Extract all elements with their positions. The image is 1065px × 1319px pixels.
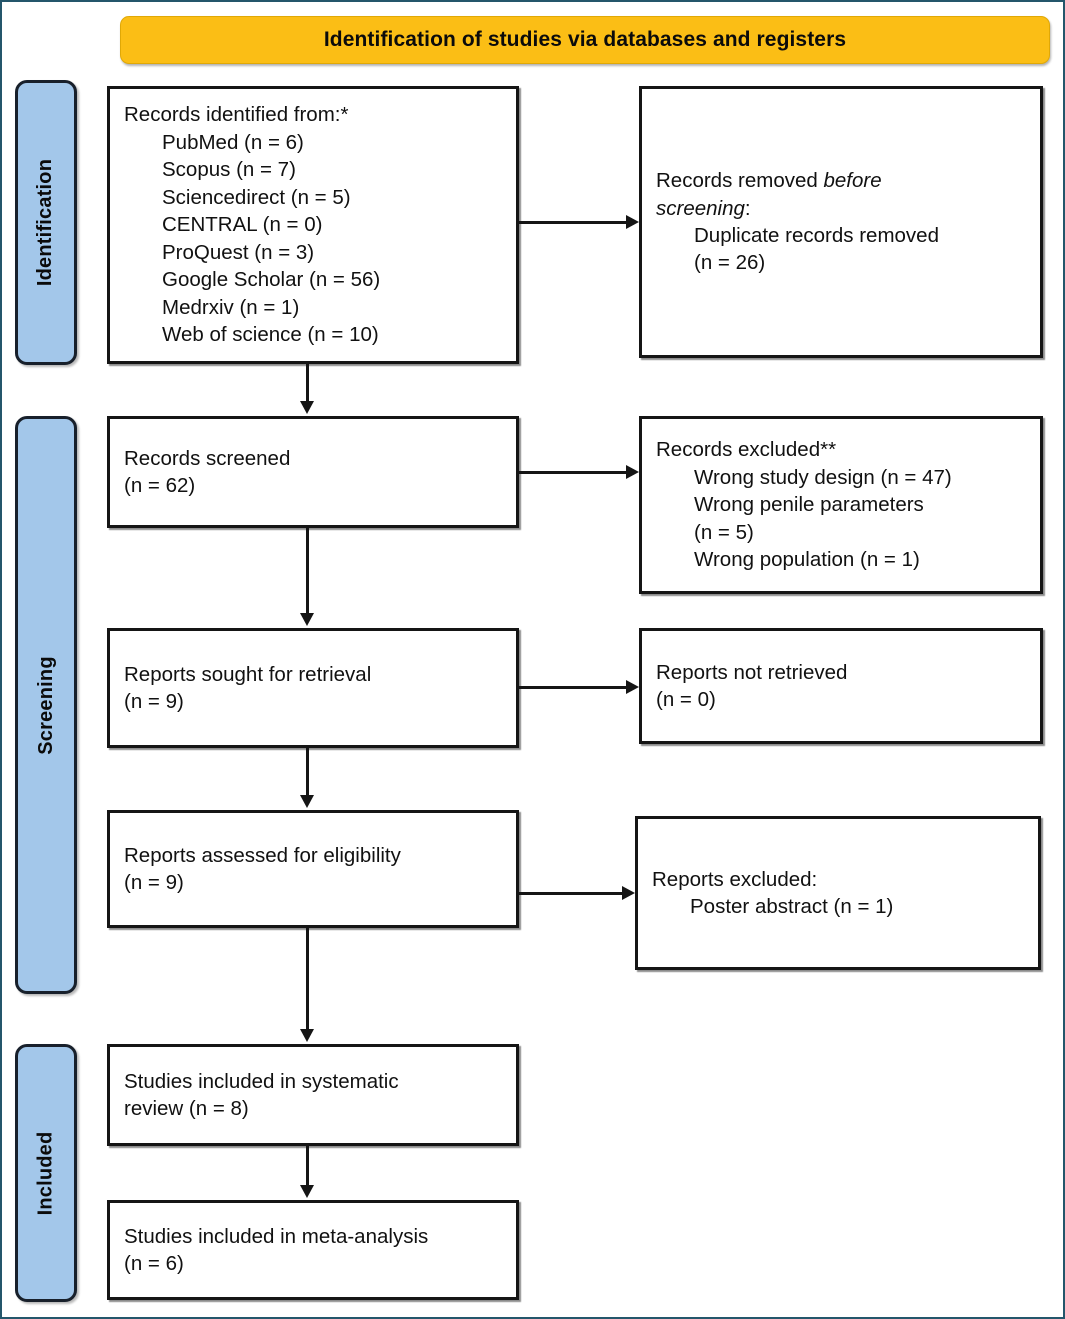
source-central: CENTRAL (n = 0) [162, 213, 323, 237]
arrowhead-identified-to-screened [300, 401, 314, 414]
box-records-screened: Records screened (n = 62) [107, 416, 519, 528]
records-removed-line1-plain: Records removed [656, 169, 824, 193]
studies-sysrev-line1: Studies included in systematic [124, 1069, 399, 1093]
banner-title: Identification of studies via databases … [323, 28, 847, 51]
source-google-scholar: Google Scholar (n = 56) [162, 268, 381, 292]
excluded-wrong-penile-parameters-count: (n = 5) [694, 520, 754, 544]
arrowhead-screened-to-sought [300, 613, 314, 626]
source-proquest: ProQuest (n = 3) [162, 240, 315, 264]
source-medrxiv: Medrxiv (n = 1) [162, 295, 300, 319]
records-removed-line2: screening: [656, 195, 1026, 222]
arrowhead-assessed-to-reports-excluded [622, 886, 635, 900]
stage-label-screening: Screening [15, 416, 77, 994]
arrowhead-screened-to-excluded [626, 465, 639, 479]
reports-not-retrieved-count: (n = 0) [656, 688, 716, 711]
studies-meta-line2: (n = 6) [124, 1252, 184, 1275]
connector-identified-to-screened [306, 364, 309, 403]
records-screened-count: (n = 62) [124, 474, 196, 497]
arrowhead-sought-to-assessed [300, 795, 314, 808]
stage-screening-text: Screening [34, 655, 57, 755]
connector-sought-to-not-retrieved [519, 686, 627, 689]
reports-assessed-label: Reports assessed for eligibility [124, 843, 401, 867]
records-screened-label: Records screened [124, 446, 291, 470]
duplicate-records-removed-count: (n = 26) [694, 251, 766, 275]
connector-sought-to-assessed [306, 748, 309, 797]
box-reports-assessed-for-eligibility: Reports assessed for eligibility (n = 9) [107, 810, 519, 928]
studies-sysrev-line2: review (n = 8) [124, 1097, 249, 1120]
excluded-wrong-study-design: Wrong study design (n = 47) [694, 465, 952, 489]
box-studies-included-systematic-review: Studies included in systematic review (n… [107, 1044, 519, 1146]
reports-sought-count: (n = 9) [124, 690, 184, 713]
box-studies-included-meta-analysis: Studies included in meta-analysis (n = 6… [107, 1200, 519, 1300]
records-removed-line1-italic: before [823, 169, 882, 193]
connector-screened-to-sought [306, 528, 309, 615]
arrowhead-sysrev-to-meta [300, 1185, 314, 1198]
banner-identification-header: Identification of studies via databases … [120, 16, 1050, 64]
box-reports-excluded: Reports excluded: Poster abstract (n = 1… [635, 816, 1041, 970]
source-sciencedirect: Sciencedirect (n = 5) [162, 185, 351, 209]
connector-sysrev-to-meta [306, 1146, 309, 1187]
box-records-excluded: Records excluded** Wrong study design (n… [639, 416, 1043, 594]
records-identified-heading: Records identified from:* [124, 103, 349, 127]
box-records-removed-before-screening: Records removed before screening: Duplic… [639, 86, 1043, 358]
reports-sought-label: Reports sought for retrieval [124, 662, 372, 686]
excluded-wrong-population: Wrong population (n = 1) [694, 548, 920, 572]
stage-label-included: Included [15, 1044, 77, 1302]
records-removed-line2-colon: : [744, 196, 751, 220]
excluded-wrong-penile-parameters: Wrong penile parameters [694, 493, 924, 517]
duplicate-records-removed-label: Duplicate records removed [694, 224, 939, 247]
box-reports-not-retrieved: Reports not retrieved (n = 0) [639, 628, 1043, 744]
box-records-identified: Records identified from:* PubMed (n = 6)… [107, 86, 519, 364]
source-pubmed: PubMed (n = 6) [162, 130, 304, 154]
source-scopus: Scopus (n = 7) [162, 158, 296, 182]
connector-assessed-to-reports-excluded [519, 892, 623, 895]
reports-not-retrieved-label: Reports not retrieved [656, 660, 848, 684]
source-web-of-science: Web of science (n = 10) [162, 323, 379, 347]
studies-meta-line1: Studies included in meta-analysis [124, 1224, 429, 1248]
reports-excluded-heading: Reports excluded: [652, 867, 818, 891]
connector-screened-to-excluded [519, 471, 627, 474]
records-excluded-heading: Records excluded** [656, 438, 837, 462]
arrowhead-assessed-to-sysrev [300, 1029, 314, 1042]
records-removed-line1: Records removed before [656, 167, 1026, 194]
arrowhead-identified-to-removed [626, 215, 639, 229]
stage-identification-text: Identification [34, 158, 57, 287]
reports-assessed-count: (n = 9) [124, 871, 184, 894]
records-removed-line2-italic: screening [656, 196, 745, 220]
reports-excluded-poster-abstract: Poster abstract (n = 1) [690, 895, 894, 918]
arrowhead-sought-to-not-retrieved [626, 680, 639, 694]
connector-assessed-to-sysrev [306, 928, 309, 1031]
stage-label-identification: Identification [15, 80, 77, 365]
box-reports-sought-for-retrieval: Reports sought for retrieval (n = 9) [107, 628, 519, 748]
stage-included-text: Included [34, 1131, 57, 1215]
connector-identified-to-removed [519, 221, 627, 224]
